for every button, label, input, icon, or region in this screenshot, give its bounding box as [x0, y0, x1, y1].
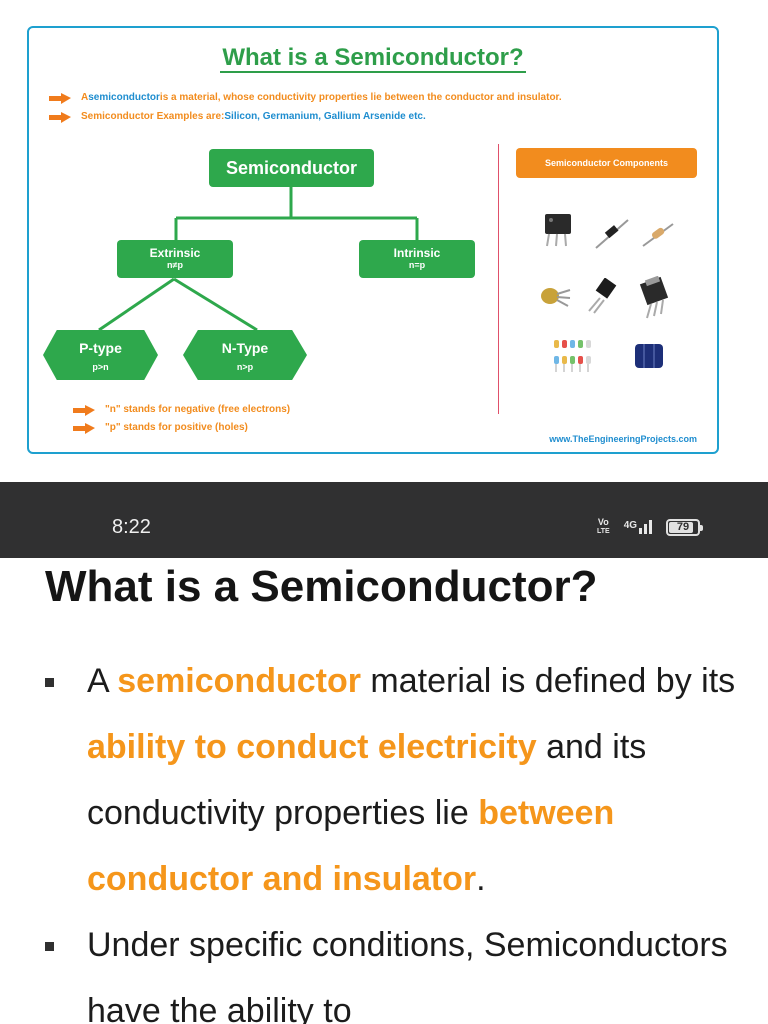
semiconductor-node: Semiconductor	[209, 149, 374, 187]
arrow-right-icon	[73, 422, 95, 434]
list-item: Under specific conditions, Semiconductor…	[45, 912, 745, 1024]
semiconductor-infographic: What is a Semiconductor? A semiconductor…	[27, 26, 719, 454]
arrow-right-icon	[49, 111, 71, 123]
transistor-icon	[588, 278, 617, 314]
extrinsic-node: Extrinsic n≠p	[117, 240, 233, 278]
examples-line: Semiconductor Examples are: Silicon, Ger…	[49, 111, 426, 123]
divider	[498, 144, 499, 414]
arrow-right-icon	[73, 404, 95, 416]
bullet-list: A semiconductor material is defined by i…	[45, 648, 745, 1024]
signal-icon: 4G	[624, 520, 653, 534]
article-title: What is a Semiconductor?	[45, 562, 598, 611]
bullet-square-icon	[45, 678, 54, 687]
n-type-node: N-Type n>p	[183, 330, 307, 380]
list-item: A semiconductor material is defined by i…	[45, 648, 745, 912]
voltage-regulator-icon	[639, 276, 669, 319]
arrow-right-icon	[49, 92, 71, 104]
classification-tree-lines	[98, 186, 419, 332]
infographic-title: What is a Semiconductor?	[220, 44, 526, 73]
diode-icon	[595, 219, 629, 249]
website-url: www.TheEngineeringProjects.com	[549, 434, 697, 444]
leds-icon	[554, 340, 591, 372]
components-heading: Semiconductor Components	[516, 148, 697, 178]
optocoupler-ic-icon	[545, 214, 571, 247]
battery-icon: 79	[666, 518, 704, 536]
bullet-square-icon	[45, 942, 54, 951]
intrinsic-node: Intrinsic n=p	[359, 240, 475, 278]
definition-line: A semiconductor is a material, whose con…	[49, 92, 562, 104]
solar-cell-icon	[635, 344, 663, 368]
note-p: "p" stands for positive (holes)	[73, 422, 248, 434]
p-type-node: P-type p>n	[43, 330, 158, 380]
note-n: "n" stands for negative (free electrons)	[73, 404, 290, 416]
metal-transistor-icon	[541, 288, 571, 307]
clock: 8:22	[112, 516, 151, 538]
resistor-icon	[642, 223, 674, 247]
